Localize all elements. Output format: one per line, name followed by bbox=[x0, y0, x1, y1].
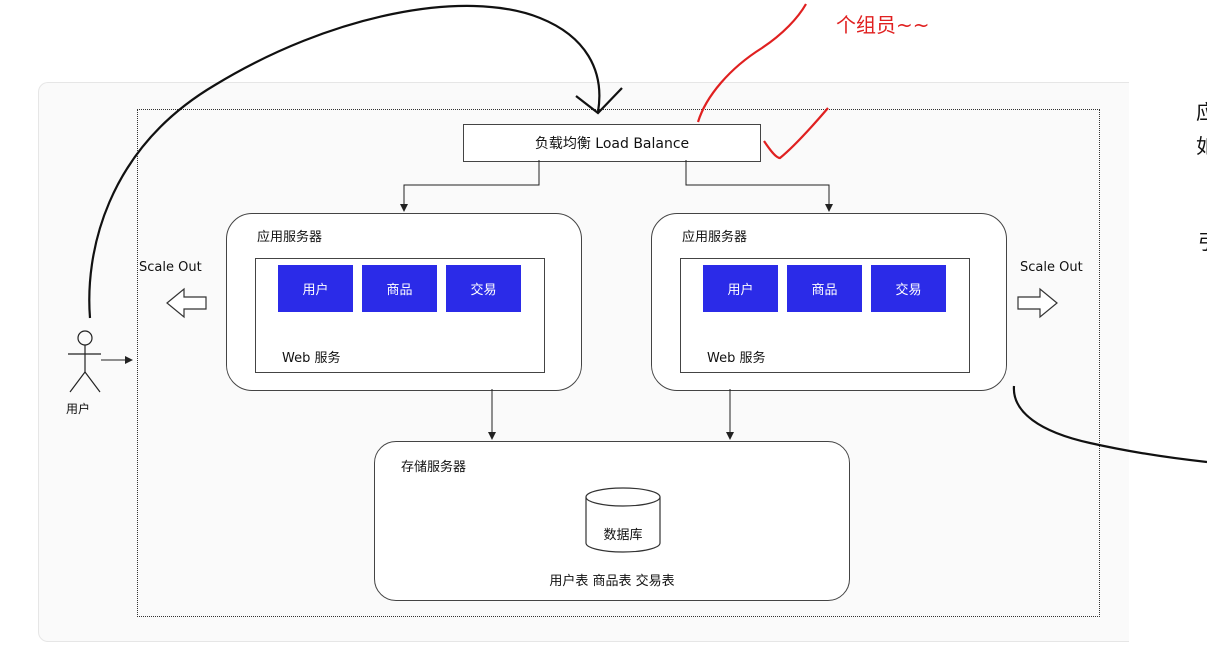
web-service-box: 用户 商品 交易 Web 服务 bbox=[255, 258, 545, 373]
scale-out-left-label: Scale Out bbox=[139, 260, 202, 275]
red-handwritten-tick bbox=[763, 107, 829, 160]
app-server-title: 应用服务器 bbox=[257, 230, 323, 245]
scale-out-right-arrow-icon bbox=[1017, 287, 1058, 319]
app-server-left: 应用服务器 用户 商品 交易 Web 服务 bbox=[226, 213, 582, 391]
web-service-box: 用户 商品 交易 Web 服务 bbox=[680, 258, 970, 373]
user-label: 用户 bbox=[66, 402, 91, 416]
side-text-2: 如 bbox=[1196, 134, 1207, 158]
handwritten-curve-user-to-lb bbox=[88, 4, 601, 319]
tables-label: 用户表 商品表 交易表 bbox=[549, 574, 675, 589]
side-text-3: 引 bbox=[1198, 226, 1207, 255]
web-service-label: Web 服务 bbox=[282, 351, 341, 366]
storage-server: 存储服务器 数据库 用户表 商品表 交易表 bbox=[374, 441, 850, 601]
user-stick-figure-icon bbox=[68, 330, 101, 393]
annotation-note: 个组员~~ bbox=[836, 13, 930, 37]
red-handwritten-stroke bbox=[696, 3, 807, 123]
lb-to-right-connector bbox=[685, 160, 833, 212]
module-user: 用户 bbox=[278, 265, 353, 312]
module-user: 用户 bbox=[703, 265, 778, 312]
web-service-label: Web 服务 bbox=[707, 351, 766, 366]
handwritten-arrowhead-icon bbox=[575, 87, 623, 115]
scale-out-right-label: Scale Out bbox=[1020, 260, 1083, 275]
module-product: 商品 bbox=[787, 265, 862, 312]
system-boundary bbox=[137, 109, 1100, 617]
module-product: 商品 bbox=[362, 265, 437, 312]
load-balancer-box: 负载均衡 Load Balance bbox=[463, 124, 761, 162]
app-server-title: 应用服务器 bbox=[682, 230, 748, 245]
app-server-right: 应用服务器 用户 商品 交易 Web 服务 bbox=[651, 213, 1007, 391]
database-cylinder-icon bbox=[585, 487, 661, 553]
scale-out-left-arrow-icon bbox=[166, 287, 207, 319]
lb-to-left-connector bbox=[400, 160, 540, 212]
load-balancer-label: 负载均衡 Load Balance bbox=[534, 136, 690, 152]
side-text-1: 应 bbox=[1196, 100, 1207, 124]
handwritten-curve-right bbox=[1012, 385, 1207, 464]
database-label: 数据库 bbox=[603, 528, 643, 543]
storage-title: 存储服务器 bbox=[401, 460, 467, 475]
module-trade: 交易 bbox=[871, 265, 946, 312]
module-trade: 交易 bbox=[446, 265, 521, 312]
